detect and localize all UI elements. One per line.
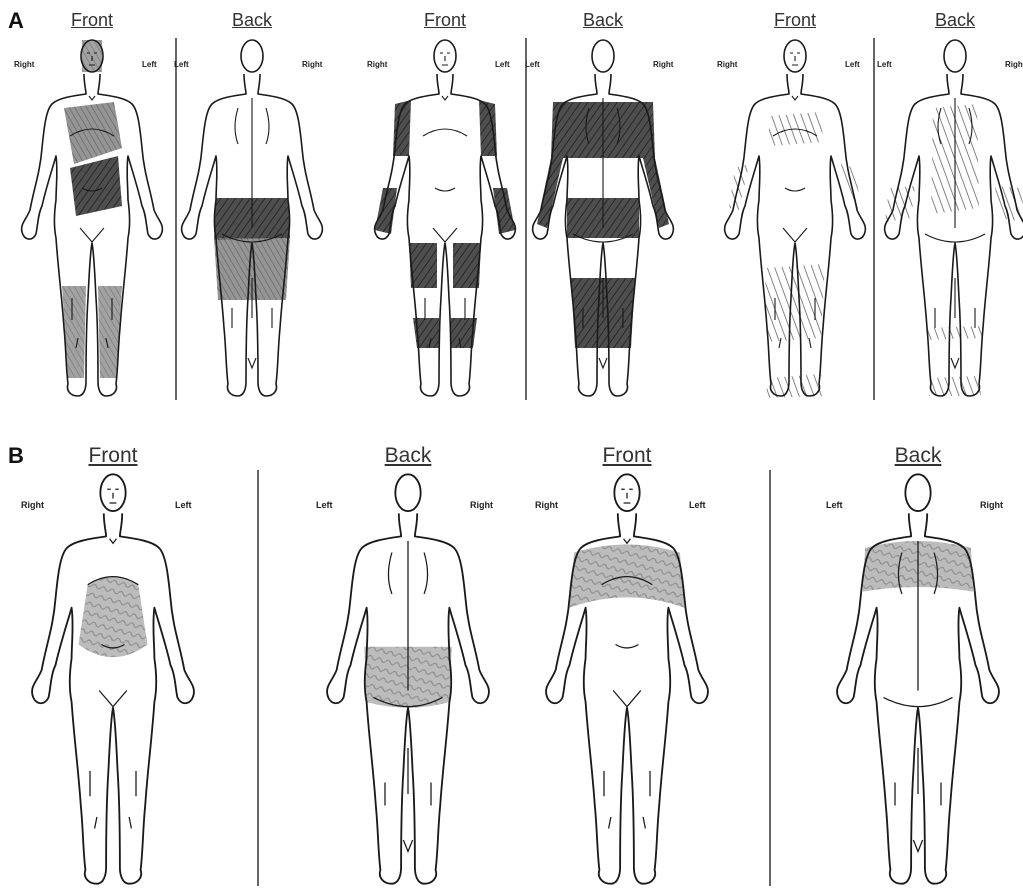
head-outline <box>241 40 263 72</box>
neck-detail <box>442 96 448 100</box>
view-label-front: Front <box>405 10 485 31</box>
view-label-back: Back <box>363 444 453 468</box>
side-label-left: Right <box>535 500 558 510</box>
body-figure-front <box>375 40 516 396</box>
side-label-right: Left <box>845 60 860 69</box>
side-label-right: Right <box>1005 60 1023 69</box>
side-label-left: Right <box>367 60 387 69</box>
side-label-right: Left <box>495 60 510 69</box>
leg-detail <box>385 748 431 852</box>
leg-detail <box>895 748 941 852</box>
body-figure-back <box>885 40 1023 396</box>
side-label-right: Right <box>470 500 493 510</box>
pain-shading-region <box>929 376 981 396</box>
leg-detail <box>90 771 136 829</box>
view-label-back: Back <box>915 10 995 31</box>
view-label-back: Back <box>212 10 292 31</box>
view-label-back: Back <box>563 10 643 31</box>
view-label-back: Back <box>873 444 963 468</box>
body-figure-back <box>533 40 674 396</box>
side-label-left: Right <box>21 500 44 510</box>
face-detail <box>107 489 119 503</box>
panel-b <box>32 470 999 886</box>
body-figure-front <box>725 40 866 398</box>
side-label-right: Left <box>142 60 157 69</box>
leg-detail <box>935 278 975 368</box>
body-figure-front <box>22 40 163 396</box>
torso-detail <box>423 129 467 242</box>
body-figure-front <box>546 474 708 883</box>
body-figure-front <box>32 474 194 883</box>
head-outline <box>395 474 420 511</box>
side-label-right: Right <box>302 60 322 69</box>
face-detail <box>621 489 633 503</box>
side-label-left: Left <box>877 60 892 69</box>
neck-detail <box>89 96 95 100</box>
side-label-left: Left <box>525 60 540 69</box>
side-label-left: Left <box>316 500 333 510</box>
side-label-right: Right <box>980 500 1003 510</box>
head-outline <box>592 40 614 72</box>
pain-shading-region <box>79 577 148 658</box>
side-label-left: Right <box>717 60 737 69</box>
side-label-left: Right <box>14 60 34 69</box>
panel-label-a: A <box>8 8 24 34</box>
neck-detail <box>624 539 631 544</box>
pain-shading-region <box>70 156 122 216</box>
neck-detail <box>792 96 798 100</box>
pain-shading-region <box>765 264 825 342</box>
side-label-right: Right <box>653 60 673 69</box>
pain-shading-region <box>925 326 985 340</box>
head-outline <box>944 40 966 72</box>
side-label-right: Left <box>175 500 192 510</box>
side-label-left: Left <box>826 500 843 510</box>
body-figure-back <box>837 474 999 883</box>
side-label-right: Left <box>689 500 706 510</box>
panel-a <box>22 38 1023 400</box>
face-detail <box>440 53 450 65</box>
leg-detail <box>604 771 650 829</box>
view-label-front: Front <box>68 444 158 468</box>
neck-detail <box>110 539 117 544</box>
side-label-left: Left <box>174 60 189 69</box>
view-label-front: Front <box>582 444 672 468</box>
body-figure-back <box>327 474 489 883</box>
body-figure-back <box>182 40 323 396</box>
face-detail <box>790 53 800 65</box>
body-outline <box>32 513 194 883</box>
torso-detail <box>773 129 817 242</box>
panel-label-b: B <box>8 443 24 469</box>
view-label-front: Front <box>755 10 835 31</box>
pain-shading-region <box>64 102 122 164</box>
head-outline <box>905 474 930 511</box>
view-label-front: Front <box>52 10 132 31</box>
